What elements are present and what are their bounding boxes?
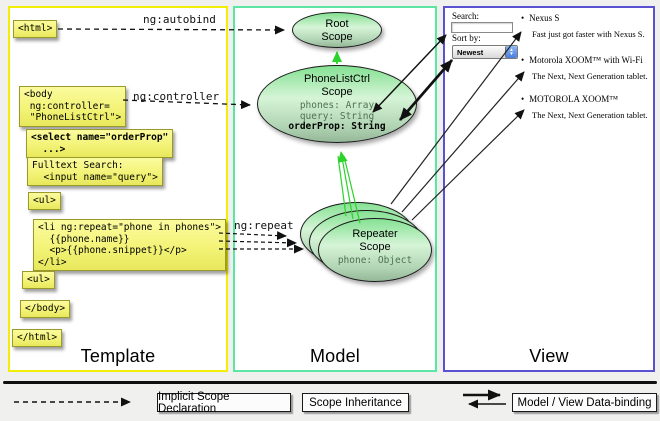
template-column-label: Template	[80, 346, 156, 366]
view-list-item-desc: Fast just got faster with Nexus S.	[532, 29, 645, 39]
code-li-repeat: <li ng:repeat="phone in phones"> {{phone…	[33, 219, 227, 271]
phonelistctrl-scope-props: phones: Array query: String	[299, 100, 375, 122]
view-column-label: View	[529, 346, 569, 366]
view-list-item-title: •Nexus S	[521, 13, 560, 23]
legend-implicit-scope-declaration: Implicit Scope Declaration	[157, 391, 291, 415]
view-search-input[interactable]	[451, 22, 513, 33]
model-column-label: Model	[309, 346, 361, 366]
ng-controller-label: ng:controller	[133, 90, 220, 103]
code-ul-close: <ul>	[22, 271, 55, 289]
dropdown-stepper-icon: ▲▼	[505, 46, 517, 58]
bullet-icon: •	[521, 94, 525, 104]
view-list-item-title: •Motorola XOOM™ with Wi-Fi	[521, 55, 643, 65]
view-sort-dropdown[interactable]: Newest ▲▼	[452, 45, 518, 59]
code-html-close: </html>	[12, 329, 63, 347]
bullet-icon: •	[521, 13, 525, 23]
view-sortby-label: Sort by:	[452, 33, 481, 43]
view-search-label: Search:	[452, 11, 479, 21]
repeater-scope-ellipse: Repeater Scope phone: Object	[318, 218, 432, 282]
legend-model-view-data-binding: Model / View Data-binding	[512, 393, 657, 412]
bullet-icon: •	[521, 55, 525, 65]
phonelistctrl-scope-orderprop: orderProp: String	[288, 121, 386, 132]
code-select: <select name="orderProp" ...>	[26, 129, 174, 158]
phonelistctrl-scope-ellipse: PhoneListCtrl Scope phones: Array query:…	[257, 65, 417, 143]
code-html-open: <html>	[13, 20, 58, 38]
ng-repeat-label: ng:repeat	[234, 219, 294, 232]
root-scope-ellipse: Root Scope	[292, 12, 382, 48]
view-list-item-title: •MOTOROLA XOOM™	[521, 94, 619, 104]
code-body-open: <body ng:controller= "PhoneListCtrl">	[19, 86, 127, 127]
view-list-item-desc: The Next, Next Generation tablet.	[532, 71, 648, 81]
repeater-scope-prop: phone: Object	[337, 255, 413, 266]
code-fulltext-search: Fulltext Search: <input name="query">	[27, 157, 163, 186]
ng-autobind-label: ng:autobind	[143, 13, 216, 26]
legend-scope-inheritance: Scope Inheritance	[302, 393, 409, 412]
code-body-close: </body>	[20, 300, 71, 318]
model-column: Model	[233, 6, 437, 372]
repeater-scope-title: Repeater Scope	[352, 228, 398, 253]
code-ul-open: <ul>	[28, 192, 61, 210]
root-scope-title: Root Scope	[321, 18, 353, 43]
view-sort-selected-value: Newest	[457, 47, 484, 57]
legend-separator	[3, 381, 657, 384]
phonelistctrl-scope-title: PhoneListCtrl Scope	[303, 73, 371, 98]
view-list-item-desc: The Next, Next Generation tablet.	[532, 110, 648, 120]
